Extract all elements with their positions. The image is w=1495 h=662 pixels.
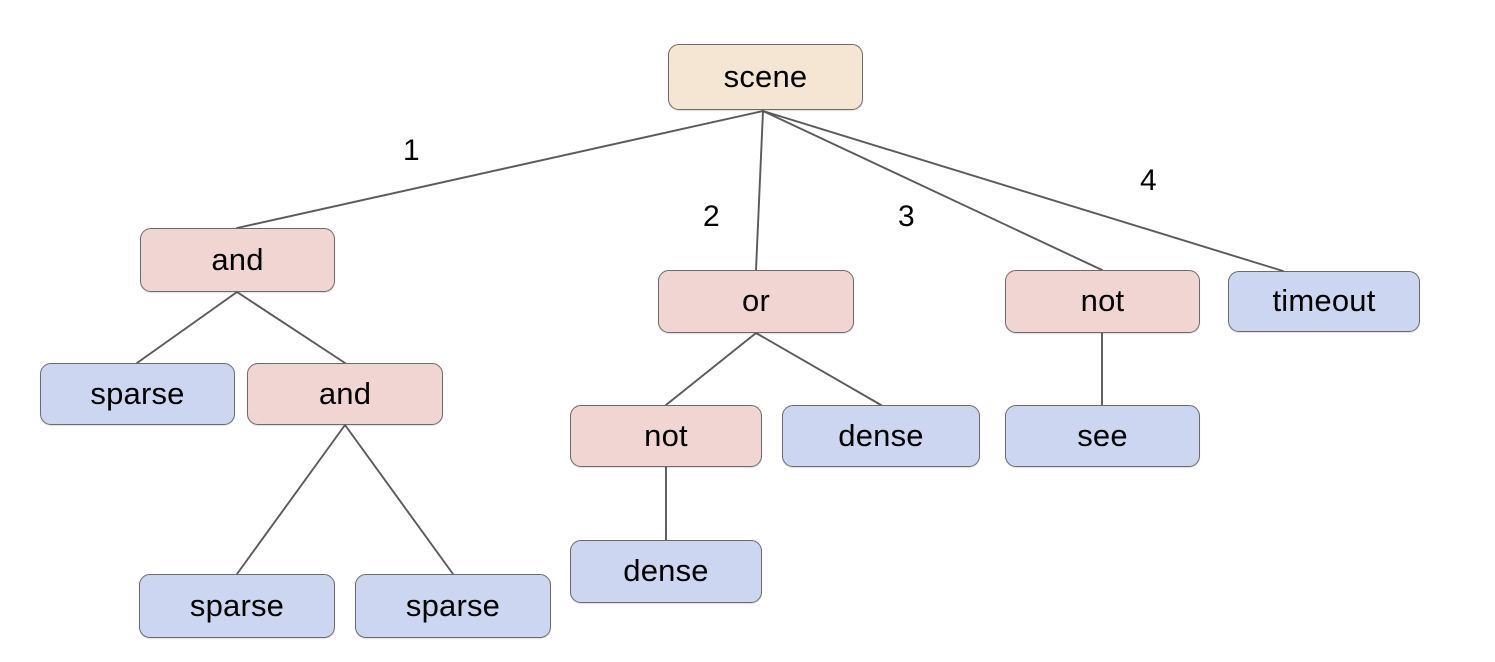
tree-node-timeout1[interactable]: timeout — [1228, 271, 1420, 332]
edge-label-4: 4 — [1140, 164, 1157, 197]
tree-node-label: sparse — [405, 587, 501, 623]
tree-node-not1[interactable]: not — [1005, 270, 1200, 333]
tree-node-label: not — [1080, 283, 1125, 318]
tree-edge-and1-to-and2 — [236, 291, 346, 364]
tree-node-or1[interactable]: or — [658, 270, 854, 333]
tree-node-label: timeout — [1272, 283, 1376, 318]
tree-edge-scene-to-timeout1 — [762, 110, 1284, 272]
tree-edge-and1-to-sparse1 — [136, 291, 238, 364]
tree-node-label: dense — [623, 553, 709, 588]
tree-node-label: and — [318, 375, 372, 411]
tree-node-label: see — [1077, 417, 1128, 453]
tree-edge-and2-to-sparse2 — [236, 424, 346, 575]
tree-node-and1[interactable]: and — [140, 228, 335, 292]
tree-node-sparse1[interactable]: sparse — [40, 363, 235, 425]
tree-node-dense1[interactable]: dense — [782, 405, 980, 467]
tree-node-label: not — [644, 417, 688, 453]
tree-node-not2[interactable]: not — [570, 405, 762, 467]
tree-node-dense2[interactable]: dense — [570, 540, 762, 603]
tree-node-label: sparse — [90, 375, 185, 411]
tree-edge-and2-to-sparse3 — [344, 424, 454, 575]
tree-edge-scene-to-not1 — [762, 110, 1103, 271]
tree-edge-scene-to-or1 — [755, 110, 764, 271]
tree-edge-or1-to-dense1 — [755, 332, 882, 406]
edge-label-1: 1 — [403, 134, 420, 167]
tree-node-scene[interactable]: scene — [668, 44, 863, 110]
tree-node-sparse3[interactable]: sparse — [355, 574, 551, 638]
edge-label-2: 2 — [703, 200, 720, 233]
tree-edge-scene-to-and1 — [236, 110, 764, 229]
tree-node-label: dense — [838, 417, 924, 453]
tree-node-label: sparse — [189, 587, 285, 623]
tree-node-sparse2[interactable]: sparse — [139, 574, 335, 638]
edge-label-3: 3 — [898, 200, 915, 233]
tree-node-label: scene — [723, 58, 808, 94]
tree-node-see1[interactable]: see — [1005, 405, 1200, 467]
tree-node-and2[interactable]: and — [247, 363, 443, 425]
tree-edge-or1-to-not2 — [665, 332, 757, 406]
tree-node-label: or — [742, 283, 770, 318]
tree-node-label: and — [211, 241, 264, 277]
